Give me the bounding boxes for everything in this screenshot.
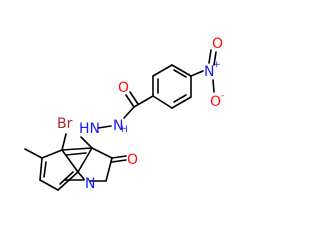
bond	[173, 94, 187, 103]
indolinone-core: O N	[39, 147, 138, 192]
bond	[24, 148, 43, 159]
bond	[77, 147, 93, 173]
bond	[123, 106, 135, 119]
bond	[171, 96, 192, 109]
hydrazide-linker: N H HN	[79, 118, 128, 149]
nitro-nitrogen-label: N	[204, 64, 214, 80]
bond	[190, 70, 204, 77]
amide-carbonyl: O	[118, 80, 154, 119]
bond	[65, 152, 87, 156]
benzene-ring-top	[152, 64, 192, 109]
bond	[61, 147, 93, 151]
bond	[111, 159, 127, 163]
bond	[39, 179, 59, 191]
bond	[212, 79, 215, 93]
nitro-minus-label: -	[221, 91, 224, 101]
bond	[173, 69, 187, 78]
bond	[91, 147, 113, 159]
bond	[133, 95, 154, 108]
nitro-group: N + O O -	[190, 36, 224, 110]
bond	[213, 51, 217, 66]
hydrazide-h-label: H	[121, 125, 128, 135]
ring-nitrogen-label: N	[85, 176, 95, 192]
bond	[125, 94, 135, 108]
bond	[39, 157, 43, 181]
bond	[105, 157, 113, 182]
bond	[129, 91, 139, 105]
bromine-substituent: Br	[57, 116, 73, 151]
bond	[61, 149, 79, 173]
bond	[57, 171, 79, 191]
bond	[111, 155, 127, 159]
bond	[61, 133, 67, 151]
structure-diagram: N + O O - O N H HN	[24, 36, 225, 192]
bromine-label: Br	[57, 116, 73, 132]
bond	[43, 161, 47, 178]
nitro-oxygen-label-top: O	[212, 36, 223, 52]
bond	[152, 95, 173, 109]
bond	[208, 49, 212, 64]
nitro-plus-label: +	[213, 60, 221, 70]
lactam-oxygen-label: O	[127, 152, 138, 168]
hydrazide-n1-label: HN	[79, 121, 100, 137]
bond	[152, 64, 173, 77]
amide-oxygen-label: O	[118, 80, 129, 96]
bond	[59, 171, 74, 185]
bond	[97, 125, 112, 129]
nitro-oxygen-label-bottom: O	[210, 94, 221, 110]
hydrazide-n2-label: N	[113, 118, 123, 134]
methyl-group	[24, 148, 43, 159]
molecule-svg: N + O O - O N H HN	[24, 36, 224, 192]
bond	[80, 136, 93, 149]
bond	[171, 64, 192, 77]
bond	[41, 149, 63, 159]
bond	[77, 171, 85, 180]
